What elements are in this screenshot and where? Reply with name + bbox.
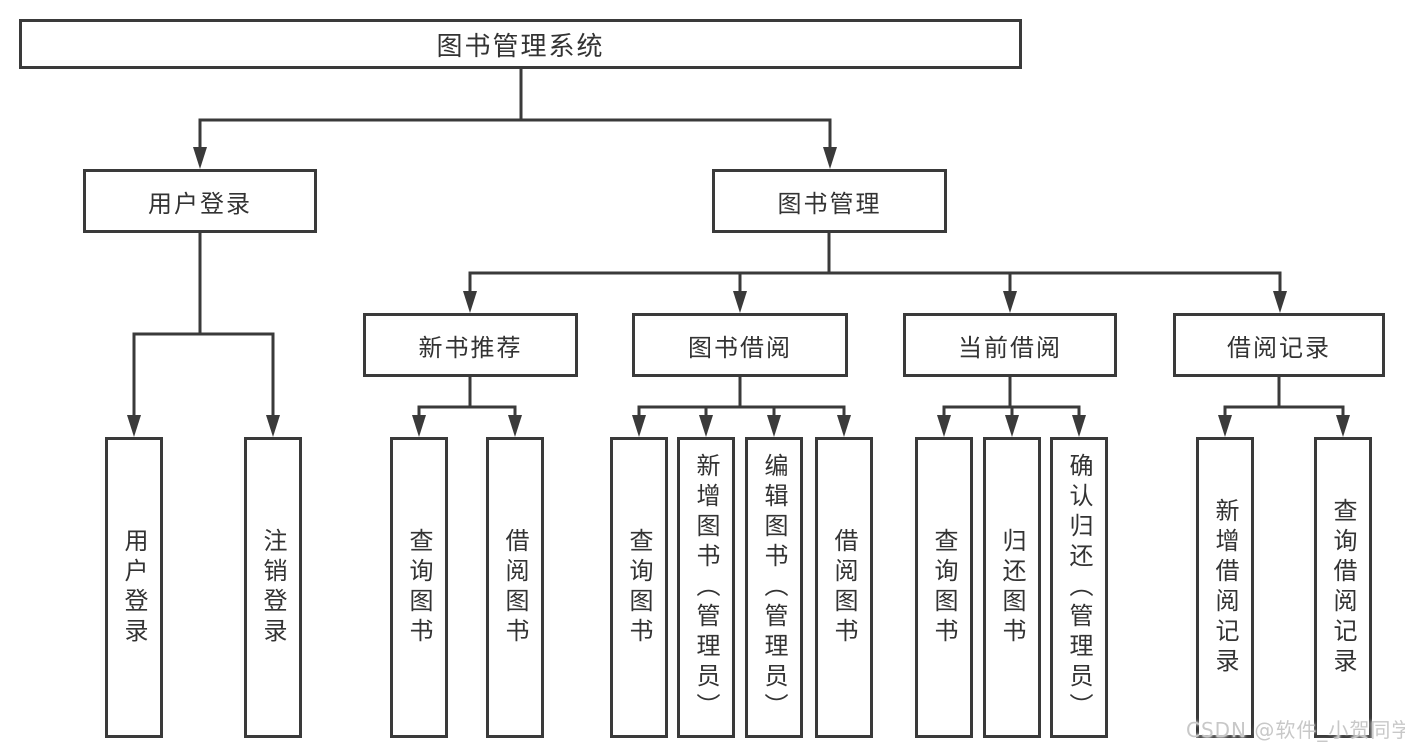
node-label: 当前借阅 xyxy=(958,333,1062,362)
node-label: 归还图书 xyxy=(998,527,1026,648)
node-label: 确认归还（管理员） xyxy=(1065,452,1093,723)
node-borrowing-records: 借阅记录 xyxy=(1173,313,1385,377)
node-label: 图书管理 xyxy=(777,189,882,218)
leaf-confirm-return-admin: 确认归还（管理员） xyxy=(1050,437,1108,738)
arrowheads xyxy=(127,147,1350,437)
node-library-management-system: 图书管理系统 xyxy=(19,19,1022,69)
node-label: 借阅图书 xyxy=(830,527,858,648)
node-label: 新增借阅记录 xyxy=(1211,497,1239,678)
node-label: 新书推荐 xyxy=(418,333,523,362)
node-label: 借阅记录 xyxy=(1227,333,1331,362)
node-label: 用户登录 xyxy=(148,189,252,218)
leaf-add-book-admin: 新增图书（管理员） xyxy=(677,437,735,738)
node-current-borrowing: 当前借阅 xyxy=(903,313,1117,377)
node-label: 查询图书 xyxy=(625,527,653,648)
leaf-add-borrow-record: 新增借阅记录 xyxy=(1196,437,1254,738)
node-label: 图书管理系统 xyxy=(436,31,605,62)
leaf-borrow-books-recommend: 借阅图书 xyxy=(486,437,544,738)
node-label: 新增图书（管理员） xyxy=(692,452,720,723)
node-label: 查询借阅记录 xyxy=(1329,497,1357,678)
leaf-edit-book-admin: 编辑图书（管理员） xyxy=(745,437,803,738)
leaf-query-books-recommend: 查询图书 xyxy=(390,437,448,738)
leaf-query-books-current: 查询图书 xyxy=(915,437,973,738)
node-label: 注销登录 xyxy=(259,527,287,648)
leaf-borrow-books: 借阅图书 xyxy=(815,437,873,738)
leaf-logout: 注销登录 xyxy=(244,437,302,738)
node-label: 查询图书 xyxy=(405,527,433,648)
node-book-management: 图书管理 xyxy=(712,169,947,233)
leaf-return-books: 归还图书 xyxy=(983,437,1041,738)
node-label: 编辑图书（管理员） xyxy=(760,452,788,723)
leaf-query-books-borrow: 查询图书 xyxy=(610,437,668,738)
leaf-user-login: 用户登录 xyxy=(105,437,163,738)
node-label: 用户登录 xyxy=(120,527,148,648)
leaf-query-borrow-record: 查询借阅记录 xyxy=(1314,437,1372,738)
node-new-book-recommendation: 新书推荐 xyxy=(363,313,578,377)
node-label: 查询图书 xyxy=(930,527,958,648)
node-label: 借阅图书 xyxy=(501,527,529,648)
node-label: 图书借阅 xyxy=(688,333,792,362)
node-user-login: 用户登录 xyxy=(83,169,317,233)
node-book-borrowing: 图书借阅 xyxy=(632,313,848,377)
